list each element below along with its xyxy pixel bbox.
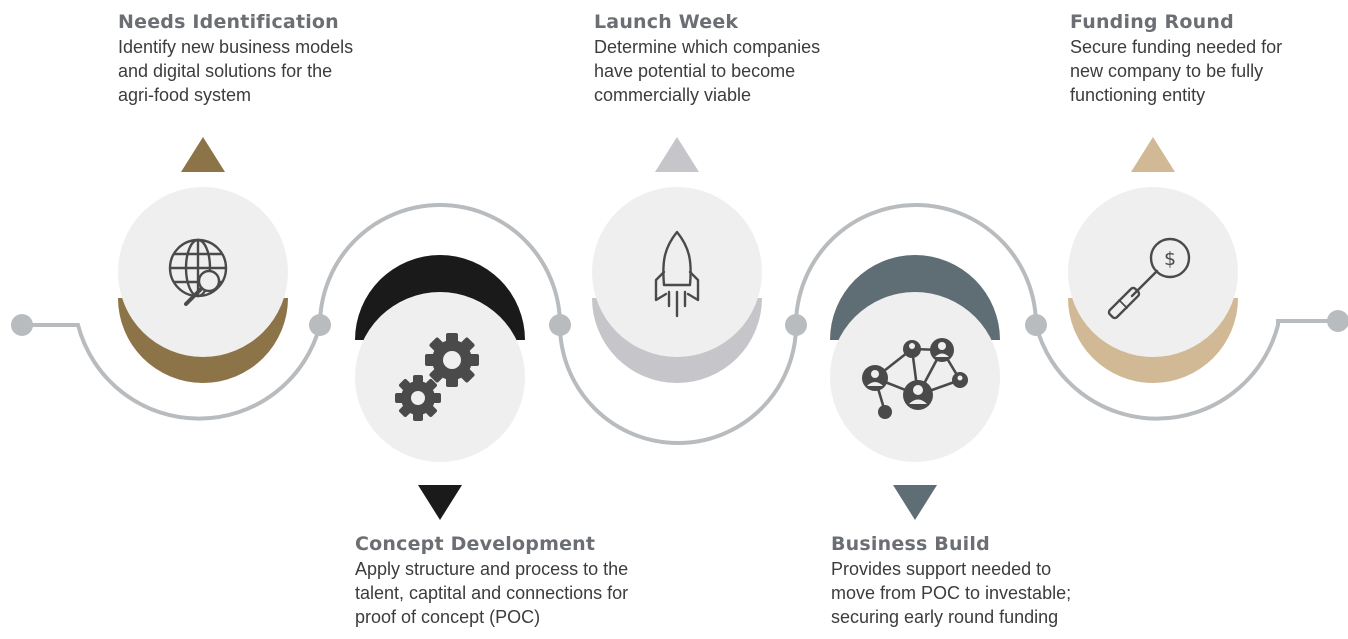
connector-line	[20, 203, 1342, 445]
step-5-circle	[1068, 187, 1238, 357]
network-people-icon	[862, 338, 968, 419]
step-title: Business Build	[831, 533, 990, 555]
step-4-arrow-down	[893, 485, 937, 520]
step-description: Provides support needed to move from POC…	[831, 559, 1072, 627]
step-description: Apply structure and process to the talen…	[355, 559, 629, 627]
step-3-circle	[592, 187, 762, 357]
step-funding-round: Funding Round Secure funding needed for …	[1070, 11, 1345, 107]
rocket-icon	[654, 230, 700, 318]
step-3-arrow-up	[655, 137, 699, 172]
connector-dots	[11, 310, 1348, 336]
step-business-build: Business Build Provides support needed t…	[831, 533, 1171, 629]
step-1-arrow-up	[181, 137, 225, 172]
step-title: Concept Development	[355, 533, 596, 555]
step-description: Determine which companies have potential…	[594, 37, 821, 105]
globe-magnifier-icon	[168, 238, 228, 306]
step-needs-identification: Needs Identification Identify new busine…	[118, 11, 438, 107]
step-description: Identify new business models and digital…	[118, 37, 354, 105]
dollar-sign-glyph: $	[1164, 248, 1176, 270]
step-launch-week: Launch Week Determine which companies ha…	[594, 11, 914, 107]
step-concept-development: Concept Development Apply structure and …	[355, 533, 715, 629]
step-2-arrow-down	[418, 485, 462, 520]
dollar-magnifier-icon	[1107, 237, 1191, 320]
step-title: Launch Week	[594, 11, 739, 33]
step-description: Secure funding needed for new company to…	[1070, 37, 1283, 105]
step-title: Needs Identification	[118, 11, 339, 33]
gears-icon	[395, 333, 479, 421]
step-title: Funding Round	[1070, 11, 1234, 33]
step-5-arrow-up	[1131, 137, 1175, 172]
